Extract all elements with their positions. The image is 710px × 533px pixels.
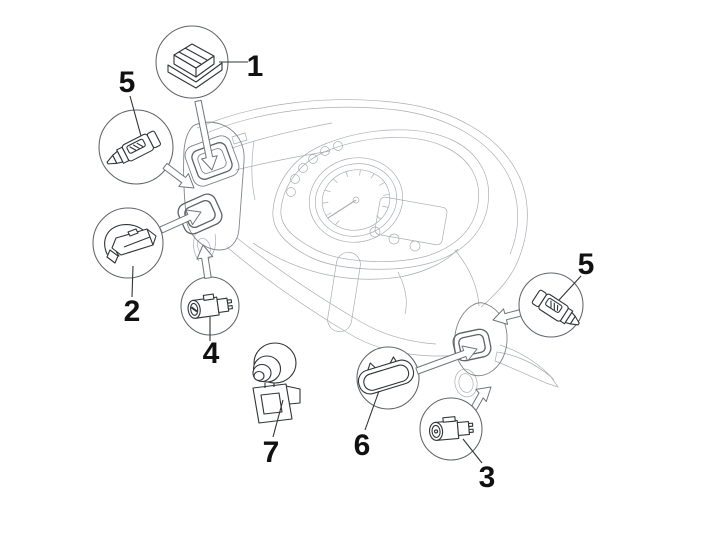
callout-label-5-left: 5 [119,66,136,99]
callout-label-3: 3 [479,461,496,494]
cluster-buttons [369,226,421,252]
callout-arrows [159,99,522,411]
part-drawing-blanking-cover [357,356,415,395]
steering-slot [327,251,361,333]
part-drawing-horn-button [252,342,301,424]
leader-line-5-left [129,95,142,137]
leader-line-3 [462,438,483,464]
needle-hub [352,196,360,204]
instrument-cluster [272,129,490,270]
part-drawing-stop-switch-right [531,289,580,326]
part-drawing-stop-switch-left [106,130,161,165]
callout-label-2: 2 [124,295,141,328]
leader-line-2 [131,265,134,298]
handlebar-assembly-drawing [193,99,559,398]
arrow-to-part-3 [471,386,492,411]
arrow-to-part-4 [196,244,214,279]
arrow-to-part-6 [415,345,478,375]
callout-label-7: 7 [263,436,280,469]
leader-lines [129,61,582,464]
part-drawing-push-button-left [187,293,233,319]
cover-top-edge-inner [201,106,518,255]
callout-label-5-right: 5 [578,248,595,281]
part-drawing-turn-signal-switch [104,224,157,264]
brake-lever-bracket [494,344,559,388]
leader-line-7 [272,399,284,438]
callout-label-6: 6 [354,429,371,462]
part-drawing-rocker-switch [167,43,223,89]
speedometer-dial [308,157,404,243]
leader-line-5-right [558,275,582,301]
part-drawing-push-button-right [428,416,474,441]
right-switch-housing [453,302,508,377]
leader-line-6 [364,390,380,431]
callout-labels: 1 5 2 4 7 6 3 5 [119,50,595,494]
dial-ticks [322,169,390,226]
arrow-to-part-2 [159,209,202,234]
arrow-to-part-1 [194,99,218,171]
cover-top-edge [196,99,528,297]
indicator-lights [286,141,343,197]
speedo-needle [327,199,357,219]
callout-label-1: 1 [247,50,264,83]
lcd-display [374,196,448,246]
callout-circles [92,25,584,461]
arrow-to-part-5-right [492,308,522,325]
arrow-to-part-5-left [162,162,195,189]
callout-label-4: 4 [203,337,220,370]
part-drawings [104,43,580,441]
